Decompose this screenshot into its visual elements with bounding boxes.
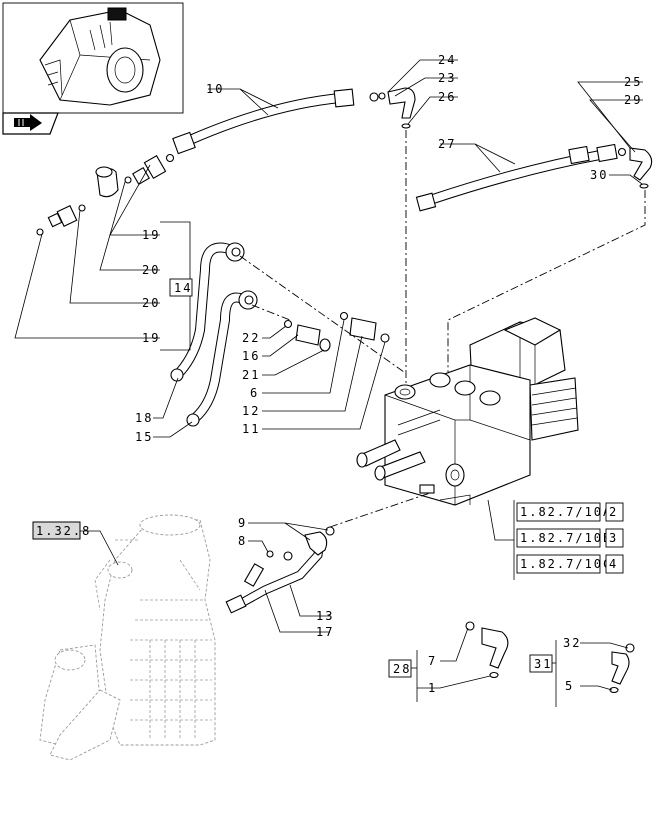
callout-20-lower[interactable]: 20 <box>142 296 160 310</box>
cross-ref-code: 1.82.7/10B <box>520 531 612 545</box>
callout-26[interactable]: 26 <box>438 90 456 104</box>
callout-21[interactable]: 21 <box>242 368 260 382</box>
cross-reference-table: 1.82.7/10A 2 1.82.7/10B 3 1.82.7/10C 4 <box>516 502 624 574</box>
cross-ref-code: 1.82.7/10A <box>520 505 612 519</box>
leader-lines <box>14 59 643 707</box>
callout-1[interactable]: 1 <box>428 681 437 695</box>
pipe-10 <box>172 87 416 155</box>
callout-6[interactable]: 6 <box>250 386 259 400</box>
control-valve-assembly <box>356 317 579 506</box>
callout-24[interactable]: 24 <box>438 53 456 67</box>
callout-16[interactable]: 16 <box>242 349 260 363</box>
callout-7[interactable]: 7 <box>428 654 437 668</box>
cross-ref-row-3[interactable]: 1.82.7/10C 4 <box>516 554 624 574</box>
callout-11[interactable]: 11 <box>242 422 260 436</box>
cross-ref-sheet: 2 <box>609 505 618 519</box>
callout-13[interactable]: 13 <box>316 609 334 623</box>
kit-28-label: 28 <box>393 662 411 676</box>
callout-29[interactable]: 29 <box>624 93 642 107</box>
callout-20-upper[interactable]: 20 <box>142 263 160 277</box>
elbow-fitting-31 <box>609 643 635 694</box>
cross-ref-sheet: 4 <box>609 557 618 571</box>
callout-9[interactable]: 9 <box>238 516 247 530</box>
kit-14-box[interactable]: 14 <box>169 278 193 297</box>
callout-27[interactable]: 27 <box>438 137 456 151</box>
fittings-upper-left <box>36 153 175 236</box>
callout-19-upper[interactable]: 19 <box>142 228 160 242</box>
fittings-middle <box>283 311 390 352</box>
assembly-guide-lines <box>239 130 646 528</box>
callout-25[interactable]: 25 <box>624 75 642 89</box>
callout-32[interactable]: 32 <box>563 636 581 650</box>
back-nav-tab[interactable] <box>2 112 59 135</box>
transmission-thumbnail <box>39 7 161 106</box>
hand-arrow-icon[interactable] <box>14 114 42 131</box>
callout-15[interactable]: 15 <box>135 430 153 444</box>
callout-8[interactable]: 8 <box>238 534 247 548</box>
callout-12[interactable]: 12 <box>242 404 260 418</box>
cross-ref-code: 1.82.7/10C <box>520 557 612 571</box>
callout-30[interactable]: 30 <box>590 168 608 182</box>
callout-19-lower[interactable]: 19 <box>142 331 160 345</box>
cross-ref-row-1[interactable]: 1.82.7/10A 2 <box>516 502 624 522</box>
thumbnail-panel[interactable] <box>2 2 184 114</box>
kit-28-box[interactable]: 28 <box>388 659 412 678</box>
cross-ref-sheet: 3 <box>609 531 618 545</box>
transmission-ghost <box>39 514 216 761</box>
elbow-fitting-28 <box>465 621 509 679</box>
kit-14-label: 14 <box>174 281 192 295</box>
pipe-18 <box>170 242 245 382</box>
pipe-27 <box>415 143 653 212</box>
kit-31-label: 31 <box>534 657 552 671</box>
callout-10[interactable]: 10 <box>206 82 224 96</box>
callout-17[interactable]: 17 <box>316 625 334 639</box>
transmission-ref-label: 1.32.8 <box>36 524 91 538</box>
transmission-ref-link[interactable]: 1.32.8 <box>32 521 91 540</box>
cross-ref-row-2[interactable]: 1.82.7/10B 3 <box>516 528 624 548</box>
callout-22[interactable]: 22 <box>242 331 260 345</box>
callout-5[interactable]: 5 <box>565 679 574 693</box>
callout-labels: 24 23 26 10 25 29 27 30 19 20 20 19 22 1… <box>135 53 642 695</box>
callout-18[interactable]: 18 <box>135 411 153 425</box>
kit-31-box[interactable]: 31 <box>529 654 553 673</box>
callout-23[interactable]: 23 <box>438 71 456 85</box>
